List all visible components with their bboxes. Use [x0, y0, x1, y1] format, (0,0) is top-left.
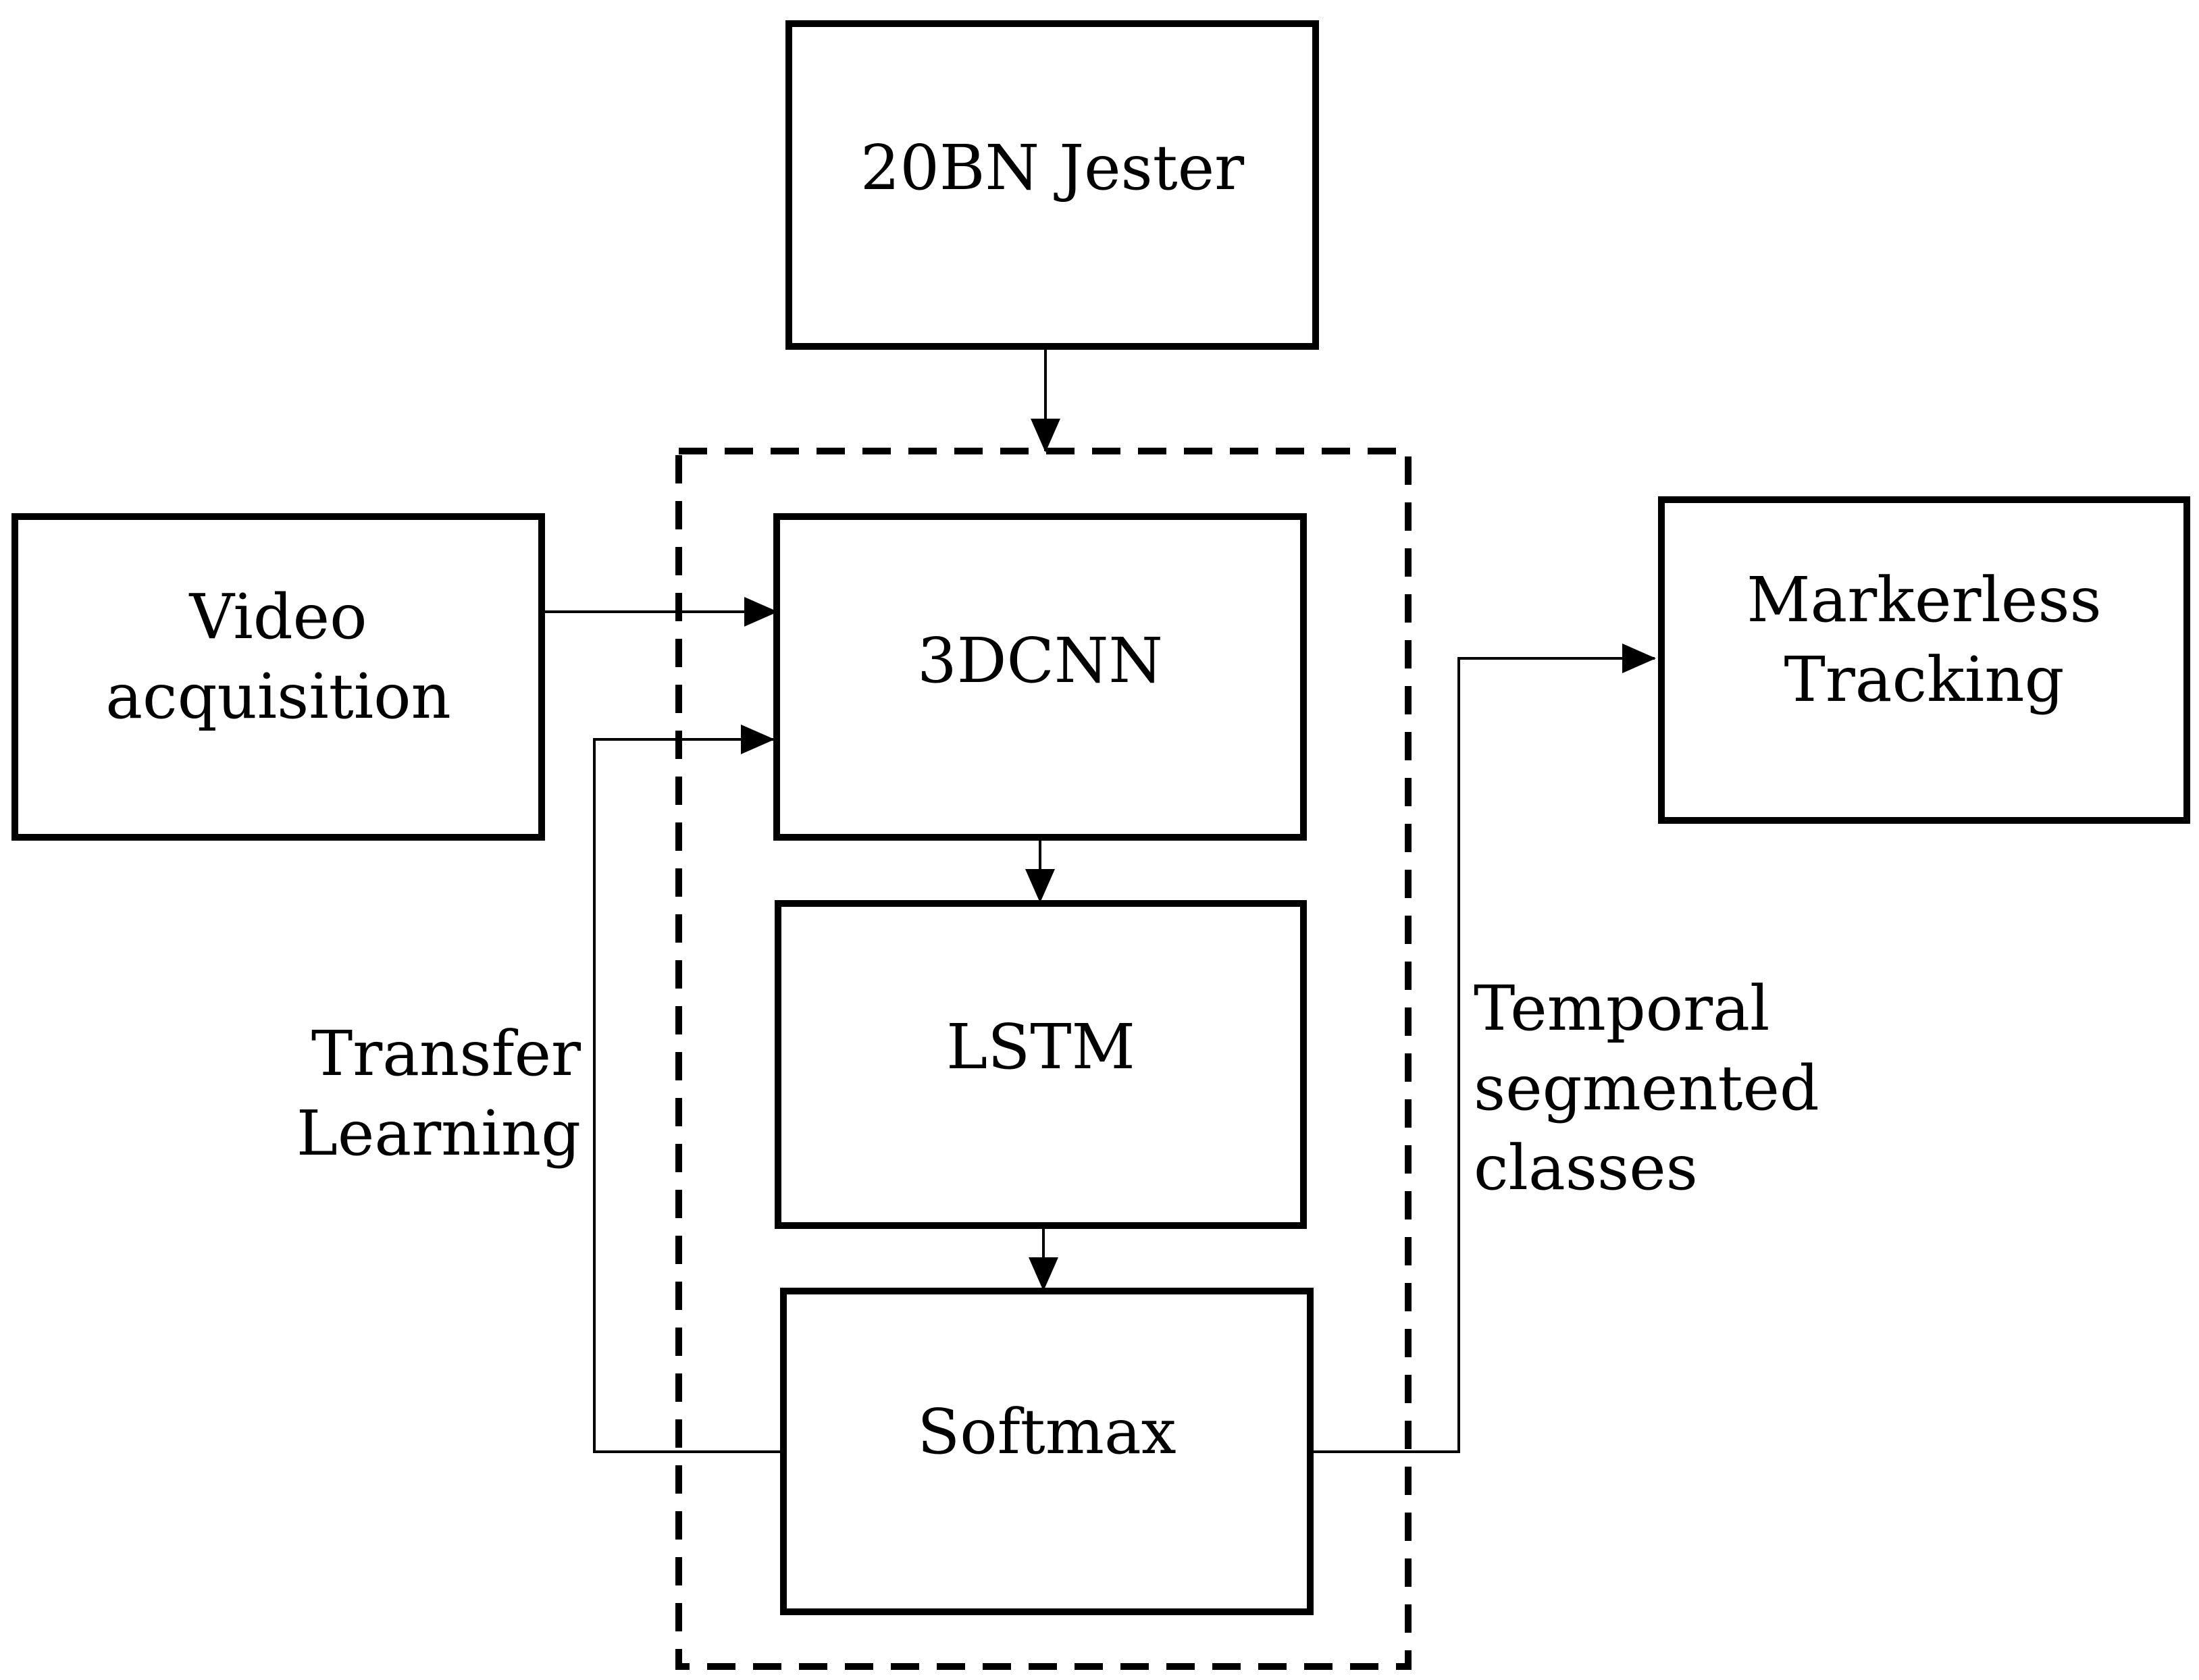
video-line-2: acquisition	[105, 660, 451, 733]
jester-line-1: 20BN Jester	[860, 132, 1244, 204]
lstm-line-1: LSTM	[946, 1011, 1135, 1083]
node-jester-label: 20BN Jester	[860, 132, 1244, 204]
cnn-line-1: 3DCNN	[917, 625, 1163, 697]
node-3dcnn-box	[773, 513, 1307, 841]
temporal-line-2: segmented	[1474, 1052, 1819, 1124]
node-3dcnn-label: 3DCNN	[917, 625, 1163, 697]
edge-transfer-learning	[593, 725, 783, 1453]
edge-temporal-classes	[1310, 644, 1656, 1453]
node-softmax-box	[780, 1288, 1314, 1615]
node-video-box	[11, 513, 545, 841]
temporal-line-1: Temporal	[1474, 972, 1769, 1045]
tracking-line-1: Markerless	[1747, 564, 2102, 636]
node-tracking-box	[1658, 496, 2190, 824]
softmax-line-1: Softmax	[917, 1396, 1176, 1468]
node-lstm-label: LSTM	[946, 1011, 1135, 1083]
node-lstm-box	[775, 900, 1307, 1229]
tracking-line-2: Tracking	[1784, 644, 2064, 716]
node-jester-box	[785, 20, 1319, 350]
temporal-line-3: classes	[1474, 1132, 1698, 1204]
transfer-line-2: Learning	[296, 1097, 581, 1170]
transfer-line-1: Transfer	[311, 1018, 581, 1090]
model-group-frame	[675, 448, 1412, 1670]
node-softmax-label: Softmax	[917, 1396, 1176, 1468]
video-line-1: Video	[189, 581, 367, 653]
